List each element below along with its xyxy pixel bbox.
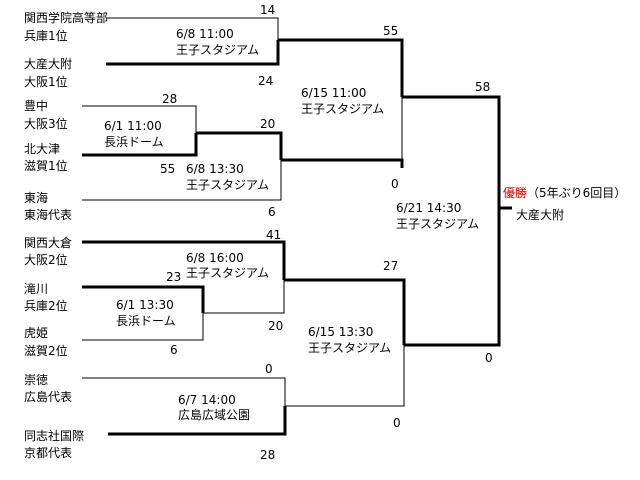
match-date: 6/21 14:30 [396,201,461,215]
match-date: 6/15 13:30 [308,325,373,339]
team-name: 崇徳 [24,372,48,387]
champion-note: （5年ぶり6回目） [527,186,626,200]
score: 0 [485,351,493,365]
match-venue: 王子スタジアム [308,341,391,355]
score: 55 [160,162,175,176]
team-region: 滋賀2位 [24,343,68,358]
champion-name: 大産大附 [516,207,564,222]
bracket-line-winner [82,240,286,280]
match-date: 6/15 11:00 [301,86,366,100]
bracket-line [203,280,285,314]
bracket-line-winner [284,278,406,345]
team-region: 兵庫1位 [24,28,68,43]
team-name: 滝川 [24,282,48,296]
bracket-line-winner [402,95,501,208]
score: 6 [170,343,178,357]
score: 14 [260,3,275,17]
team-name: 虎姫 [24,326,48,340]
team-name: 東海 [24,190,48,205]
match-venue: 長浜ドーム [104,135,164,149]
team-region: 大阪3位 [24,116,68,131]
match-venue: 長浜ドーム [116,314,176,328]
bracket-line-winner [82,133,198,157]
champion-title: 優勝 [503,185,527,200]
match-venue: 王子スタジアム [186,266,269,280]
bracket-line [281,158,404,168]
bracket-line [82,160,282,201]
match-date: 6/8 16:00 [186,251,244,265]
bracket-line-winner [196,131,283,160]
score: 20 [268,319,283,333]
score: 20 [260,117,275,131]
team-name: 大産大附 [24,56,72,71]
match-venue: 王子スタジアム [186,178,269,192]
team-region: 京都代表 [24,446,72,460]
score: 0 [391,177,399,191]
team-region: 東海代表 [24,207,72,222]
score: 28 [260,448,275,462]
score: 58 [475,80,490,94]
bracket-line [82,377,286,406]
team-name: 同志社国際 [24,428,84,443]
bracket-line [106,17,279,40]
match-venue: 王子スタジアム [301,102,384,116]
team-name: 関西大倉 [24,235,72,250]
score: 27 [383,259,398,273]
team-name: 北大津 [24,142,60,156]
team-region: 広島代表 [24,389,72,404]
match-venue: 王子スタジアム [396,217,479,231]
score: 0 [265,362,273,376]
bracket-line [285,345,405,407]
score: 55 [383,24,398,38]
match-date: 6/1 13:30 [116,298,174,312]
bracket-line-winner [82,285,205,313]
bracket-line [82,105,197,133]
match-date: 6/8 11:00 [176,27,234,41]
score: 23 [166,270,181,284]
score: 6 [268,205,276,219]
match-date: 6/8 13:30 [186,162,244,176]
match-venue: 王子スタジアム [176,43,259,57]
team-name: 関西学院高等部 [24,10,108,25]
bracket-line [82,313,204,341]
match-date: 6/1 11:00 [104,119,162,133]
team-region: 大阪1位 [24,74,68,89]
score: 0 [393,416,401,430]
match-venue: 広島広域公園 [178,407,250,422]
score: 28 [162,92,177,106]
match-date: 6/7 14:00 [178,393,236,407]
bracket-line-winner [278,38,404,97]
team-region: 滋賀1位 [24,158,68,173]
team-region: 大阪2位 [24,252,68,267]
bracket-line-winner [108,406,287,436]
team-name: 豊中 [24,98,48,113]
score: 41 [266,228,281,242]
score: 24 [258,74,273,88]
team-region: 兵庫2位 [24,298,68,313]
champion-label: 優勝（5年ぶり6回目） [503,185,626,200]
bracket-line-winner [106,40,280,66]
